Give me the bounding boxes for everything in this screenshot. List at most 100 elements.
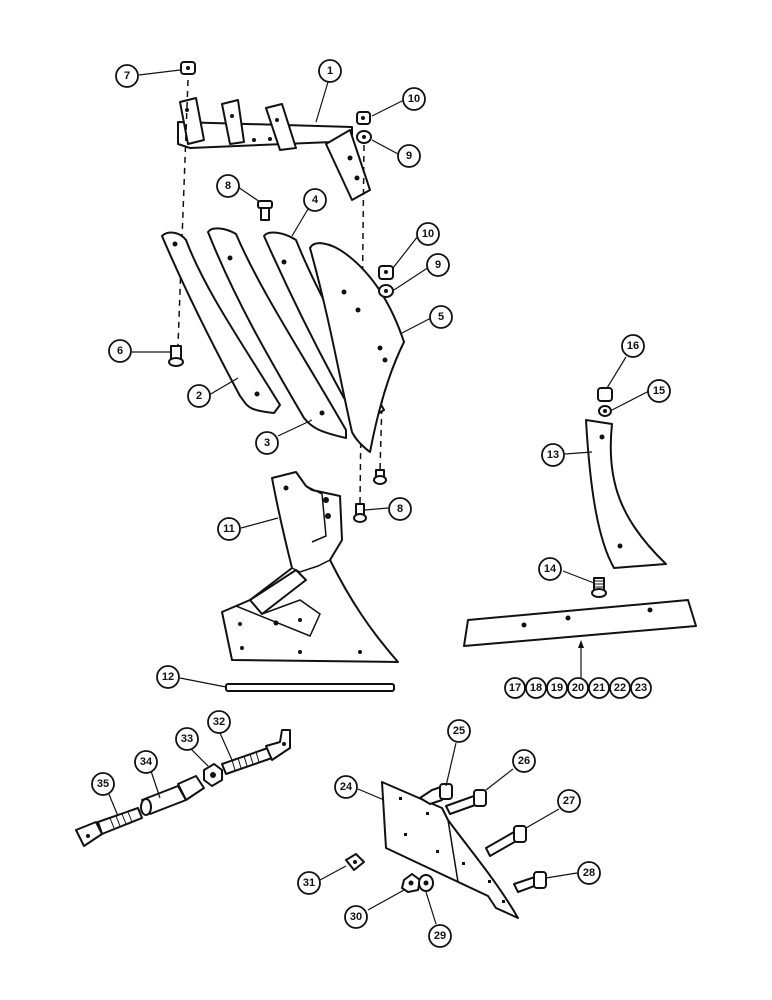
callout-26-label: 26 [518,755,530,767]
callout-10-lower-label: 10 [422,228,434,240]
callout-30-label: 30 [350,911,362,923]
callout-25: 25 [447,719,471,743]
plow-bolt-27 [485,825,527,857]
callout-7-label: 7 [124,70,130,82]
callout-6: 6 [108,339,132,363]
moldboard-strip-3 [207,227,347,439]
callout-22: 22 [609,677,631,699]
mounting-bar-assembly [177,97,371,201]
turnbuckle-rod-35 [75,807,143,847]
callout-1-label: 1 [327,65,333,77]
callout-18-label: 18 [530,682,542,694]
callout-5: 5 [429,305,453,329]
callout-15-label: 15 [653,385,665,397]
callout-32-label: 32 [213,716,225,728]
washer-9-upper [356,130,372,144]
callout-33: 33 [175,727,199,751]
leader-lines [107,69,650,925]
callout-28: 28 [577,861,601,885]
callout-27: 27 [557,789,581,813]
callout-28-label: 28 [583,867,595,879]
bolt-8-upper [257,200,273,221]
callout-31-label: 31 [303,877,315,889]
callout-35: 35 [91,772,115,796]
callout-4-label: 4 [312,194,319,206]
bolt-14 [591,577,607,598]
callout-20-label: 20 [572,682,584,694]
callout-12: 12 [156,665,180,689]
callout-6-label: 6 [117,345,123,357]
callout-18: 18 [525,677,547,699]
callout-23: 23 [630,677,652,699]
callout-32: 32 [207,710,231,734]
callout-34-label: 34 [140,756,153,768]
callout-8-upper-label: 8 [225,180,231,192]
callout-19-label: 19 [551,682,563,694]
callout-29: 29 [428,924,452,948]
callout-11-label: 11 [223,523,235,535]
callout-10-lower: 10 [416,222,440,246]
callout-4: 4 [303,188,327,212]
callout-30: 30 [344,905,368,929]
nut-16 [597,387,613,402]
callout-1: 1 [318,59,342,83]
callout-9-upper: 9 [397,144,421,168]
moldboard-strip-2 [161,231,281,414]
callout-25-label: 25 [453,725,465,737]
callout-34: 34 [134,750,158,774]
callout-5-label: 5 [438,311,444,323]
callout-26: 26 [512,749,536,773]
washer-29 [418,874,434,892]
callout-24-label: 24 [340,781,353,793]
bolt-6 [168,345,184,367]
bolt-8-lower-b [353,503,367,523]
landside-bar [463,599,697,647]
bolt-8-lower-a [373,469,387,485]
callout-27-label: 27 [563,795,575,807]
nut-10-upper [356,111,371,125]
turnbuckle-sleeve-34 [140,775,205,816]
callout-3: 3 [255,431,279,455]
rod-12 [225,683,395,692]
nut-10-lower [378,265,394,280]
callout-3-label: 3 [264,437,270,449]
callout-22-label: 22 [614,682,626,694]
callout-16-label: 16 [627,340,639,352]
plow-bolt-28 [513,871,547,893]
callout-8-lower: 8 [388,497,412,521]
callout-21: 21 [588,677,610,699]
callout-16: 16 [621,334,645,358]
callout-11: 11 [217,517,241,541]
callout-8-lower-label: 8 [397,503,403,515]
callout-10-upper: 10 [402,87,426,111]
landside-strip-13 [585,419,667,569]
callout-2: 2 [187,384,211,408]
callout-2-label: 2 [196,390,202,402]
plow-bolt-26 [445,789,487,815]
callout-17-label: 17 [509,682,521,694]
callout-35-label: 35 [97,778,109,790]
callout-31: 31 [297,871,321,895]
callout-9-lower: 9 [426,253,450,277]
washer-9-lower [378,284,394,298]
washer-15 [598,405,612,417]
callout-20: 20 [567,677,589,699]
callout-13-label: 13 [547,449,559,461]
callout-29-label: 29 [434,930,446,942]
callout-13: 13 [541,443,565,467]
callout-14-label: 14 [544,563,557,575]
callout-9-upper-label: 9 [406,150,412,162]
nut-7 [180,61,196,75]
nut-30 [401,873,421,893]
callout-24: 24 [334,775,358,799]
callout-15: 15 [647,379,671,403]
callout-10-upper-label: 10 [408,93,420,105]
callout-33-label: 33 [181,733,193,745]
jam-nut-33 [203,763,223,787]
callout-12-label: 12 [162,671,174,683]
callout-21-label: 21 [593,682,605,694]
callout-14: 14 [538,557,562,581]
callout-17: 17 [504,677,526,699]
plow-bolt-25 [419,783,453,805]
